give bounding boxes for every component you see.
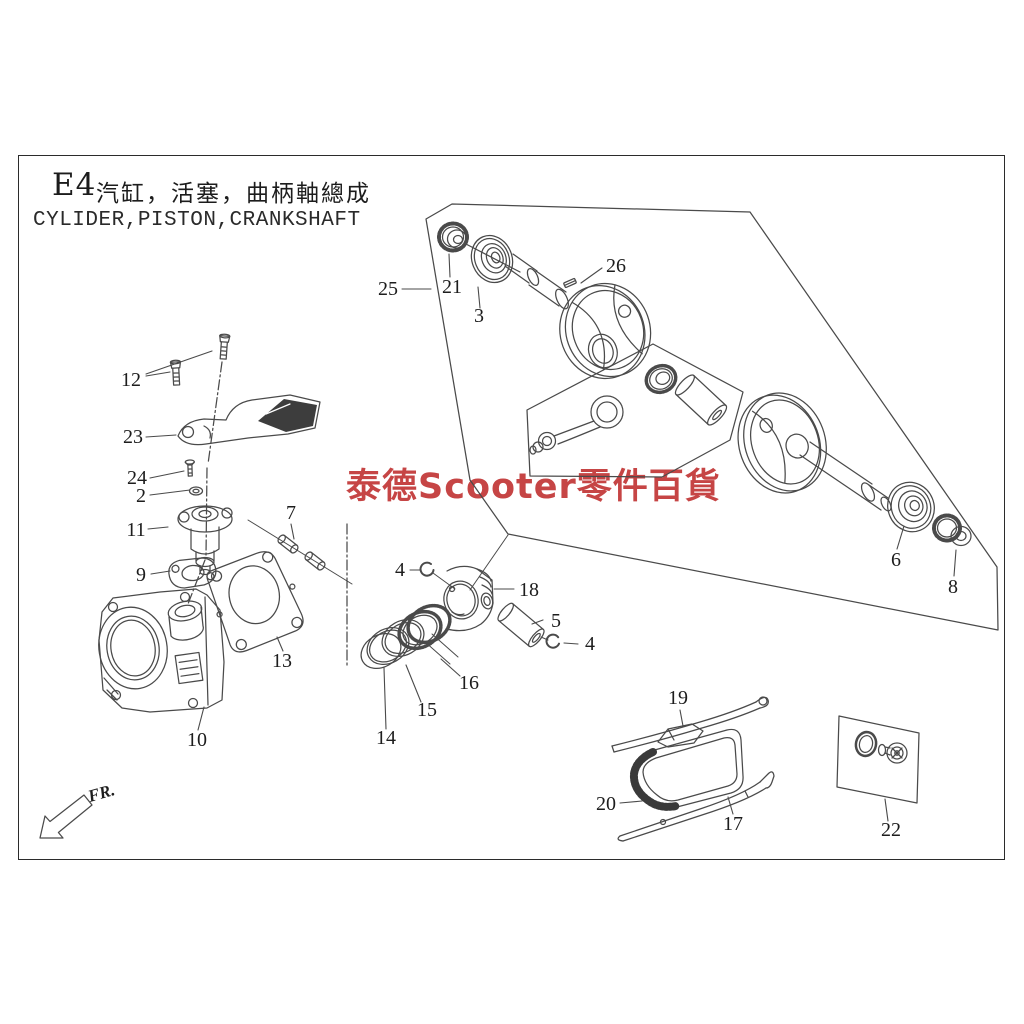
part-8-drive-sprocket xyxy=(932,513,972,547)
part-24-screw xyxy=(184,459,195,477)
callout-7: 7 xyxy=(286,502,296,524)
crank-axis-line xyxy=(463,242,521,273)
part-17-chain-guide-bottom xyxy=(617,771,775,842)
callout-4a: 4 xyxy=(395,559,405,581)
callout-11: 11 xyxy=(126,519,145,541)
part-15-second-ring xyxy=(381,618,425,658)
callout-23: 23 xyxy=(123,426,143,448)
section-code: E4 xyxy=(52,167,97,203)
callout-4b: 4 xyxy=(585,633,595,655)
callout-13: 13 xyxy=(272,650,292,672)
callout-18: 18 xyxy=(519,579,539,601)
part-22-kit-box xyxy=(836,715,920,804)
callout-24: 24 xyxy=(127,467,147,489)
assembly-boundary-25 xyxy=(425,203,999,631)
fr-direction-indicator: FR. xyxy=(39,780,117,839)
callout-10: 10 xyxy=(187,729,207,751)
callout-19: 19 xyxy=(668,687,688,709)
callout-leader-lines xyxy=(145,253,957,822)
part-11-tensioner-body xyxy=(177,505,233,576)
part-needle-bearing xyxy=(644,363,678,395)
part-18-piston xyxy=(443,565,494,632)
right-crank-web xyxy=(737,392,827,494)
part-26-woodruff-key xyxy=(563,277,577,289)
callout-5: 5 xyxy=(551,610,561,632)
right-crank-shaft xyxy=(799,441,892,512)
callout-22: 22 xyxy=(881,819,901,841)
part-4-circlip-left xyxy=(419,561,435,577)
callout-20: 20 xyxy=(596,793,616,815)
part-crank-pin xyxy=(674,374,728,426)
fr-arrow xyxy=(39,794,93,839)
piston-axis-lines xyxy=(432,534,549,641)
part-connecting-rod xyxy=(529,395,624,455)
dowel-axis-line xyxy=(247,519,353,585)
callout-17: 17 xyxy=(723,813,743,835)
callout-21: 21 xyxy=(442,276,462,298)
part-12-bolts xyxy=(169,333,231,386)
callout-25: 25 xyxy=(378,278,398,300)
fr-arrow-label: FR. xyxy=(85,780,117,806)
part-5-piston-pin xyxy=(497,602,545,648)
watermark: 泰德Scooter零件百貨 xyxy=(346,467,721,507)
callout-12: 12 xyxy=(121,369,141,391)
callout-6: 6 xyxy=(891,549,901,571)
part-2-washer xyxy=(188,486,204,496)
part-19-chain-guide-top xyxy=(611,696,769,753)
part-3-ball-bearing xyxy=(470,234,514,284)
left-crank-shaft xyxy=(504,253,569,310)
tensioner-centerline xyxy=(187,361,223,605)
callout-3: 3 xyxy=(474,305,484,327)
part-10-cylinder-block xyxy=(98,588,225,713)
callout-14: 14 xyxy=(376,727,396,749)
callout-26: 26 xyxy=(606,255,626,277)
part-20-cam-chain xyxy=(629,728,744,811)
diagram-frame xyxy=(18,155,1005,860)
page-title-english: CYLIDER,PISTON,CRANKSHAFT xyxy=(33,209,361,232)
part-7-dowel-pins xyxy=(277,534,326,571)
callout-8: 8 xyxy=(948,576,958,598)
bolt-in-box xyxy=(877,742,908,764)
left-crank-web xyxy=(559,282,652,380)
callout-numbers: 25 21 3 26 6 8 12 23 24 2 11 9 7 13 10 4… xyxy=(121,255,958,841)
part-13-cylinder-gasket xyxy=(206,551,304,653)
callout-16: 16 xyxy=(459,672,479,694)
part-21-timing-sprocket xyxy=(437,221,469,253)
part-23-tensioner-arm xyxy=(177,394,321,446)
part-16-top-rings xyxy=(397,603,459,665)
callout-2: 2 xyxy=(136,485,146,507)
part-6-ball-bearing xyxy=(887,481,935,533)
callout-9: 9 xyxy=(136,564,146,586)
part-4-circlip-right xyxy=(545,633,561,649)
page-title-chinese: 汽缸，活塞，曲柄軸總成 xyxy=(96,181,371,207)
callout-15: 15 xyxy=(417,699,437,721)
